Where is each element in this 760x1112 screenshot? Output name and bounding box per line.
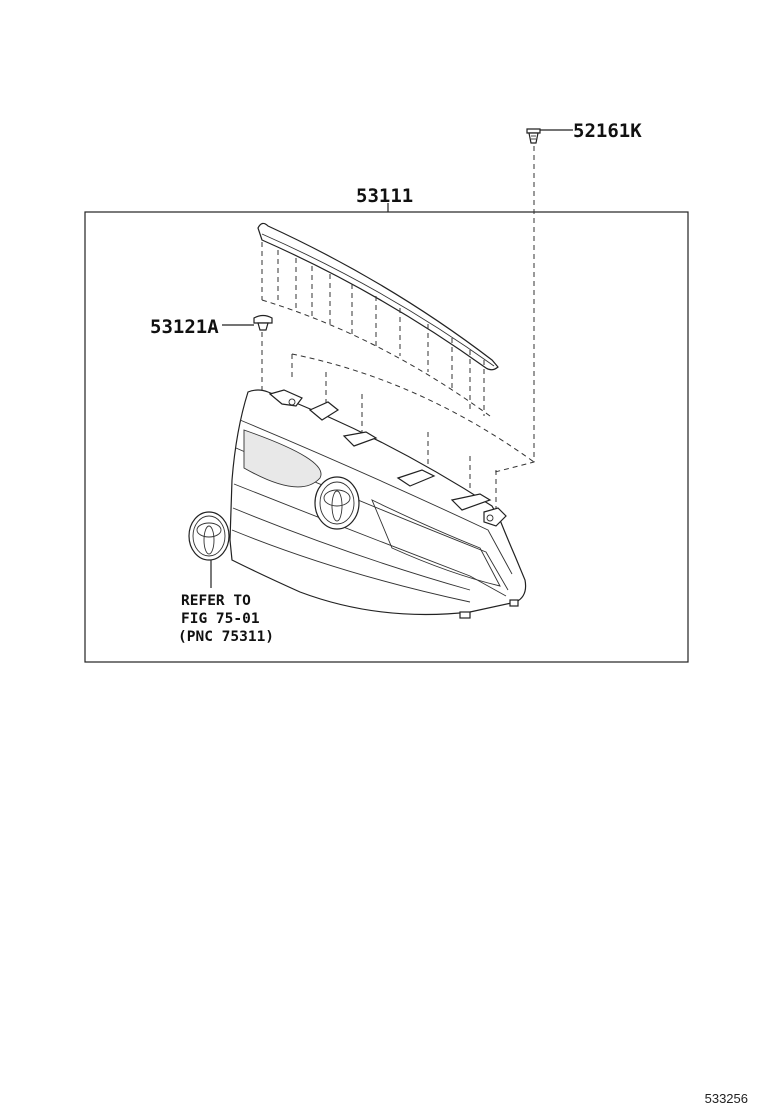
install-path-52161k [494, 146, 535, 473]
callout-53111: 53111 [356, 185, 413, 207]
clip-52161k-icon [526, 128, 541, 144]
toyota-emblem-icon [188, 511, 230, 561]
grille-emblem-icon [314, 476, 360, 530]
assembly-frame [84, 211, 689, 663]
callout-52161k: 52161K [573, 120, 642, 142]
radiator-grille-body [229, 389, 527, 619]
reference-note-line2: FIG 75-01 [181, 611, 260, 627]
molding-clip-projection [261, 242, 535, 510]
clip-53121a-icon [253, 314, 273, 331]
upper-molding-strip [257, 222, 499, 371]
reference-note-line1: REFER TO [181, 593, 251, 609]
callout-53121a: 53121A [150, 316, 219, 338]
figure-number: 533256 [705, 1091, 748, 1106]
reference-note-line3: (PNC 75311) [178, 629, 274, 645]
